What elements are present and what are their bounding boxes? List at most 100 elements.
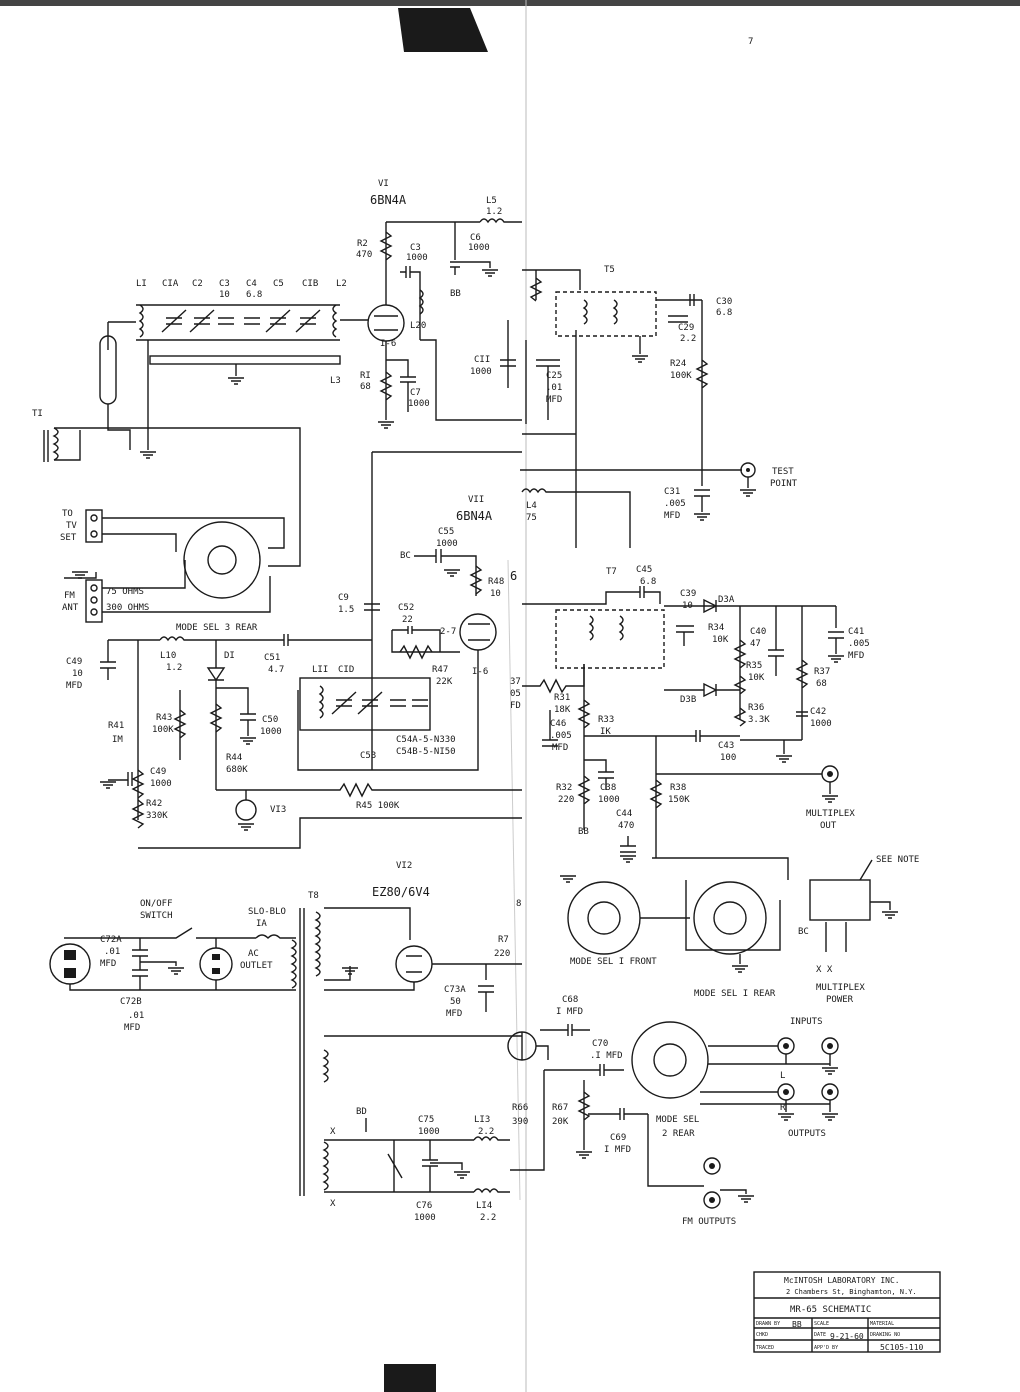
label-r33: R33 — [598, 715, 614, 725]
label-r45: R45 100K — [356, 801, 400, 811]
label-outputs: OUTPUTS — [788, 1129, 826, 1139]
label-c49av: 10 — [72, 669, 83, 679]
label-c37frag-2: FD — [510, 701, 521, 711]
label-r32v: 220 — [558, 795, 574, 805]
label-inputs: INPUTS — [790, 1017, 823, 1027]
label-r48v: 10 — [490, 589, 501, 599]
label-bd: BD — [356, 1107, 367, 1117]
label-v13-ref: VI3 — [270, 805, 286, 815]
label-r32: R32 — [556, 783, 572, 793]
label-c49bv: 1000 — [150, 779, 172, 789]
label-c46u: MFD — [552, 743, 568, 753]
label-l1: LI — [136, 279, 147, 289]
label-c55v: 1000 — [436, 539, 458, 549]
audio-output-section: C68 I MFD C70 .I MFD R66 390 R67 20K C69… — [507, 995, 839, 1227]
label-r7frag: R7 — [498, 935, 509, 945]
label-r67v: 20K — [552, 1117, 569, 1127]
label-drawn-by-label: DRAWN BY — [756, 1321, 780, 1327]
label-r7fragv: 220 — [494, 949, 510, 959]
label-fm-ant-1: ANT — [62, 603, 79, 613]
label-: 6 — [510, 569, 517, 583]
label-c75v: 1000 — [418, 1127, 440, 1137]
t7-can — [555, 609, 665, 669]
label-l3: L3 — [330, 376, 341, 386]
label-r24v: 100K — [670, 371, 692, 381]
fm-output-jack-1 — [703, 1157, 721, 1175]
label-on-off-1: SWITCH — [140, 911, 173, 921]
label-c7: C7 — [410, 388, 421, 398]
label-c43v: 100 — [720, 753, 736, 763]
label-c72a: C72A — [100, 935, 122, 945]
mode-sel1: MODE SEL I FRONT MODE SEL I REAR SEE NOT… — [559, 855, 919, 1005]
label-l2: L2 — [336, 279, 347, 289]
label-c40: C40 — [750, 627, 766, 637]
label-to-tv-set-1: TV — [66, 521, 77, 531]
label-mode-sel2-1: 2 REAR — [662, 1129, 695, 1139]
label-c7v: 1000 — [408, 399, 430, 409]
label-fm-outputs: FM OUTPUTS — [682, 1217, 736, 1227]
scan-smudge-bottom — [384, 1364, 436, 1392]
label-c70v: .I MFD — [590, 1051, 623, 1061]
label-r24: R24 — [670, 359, 686, 369]
label-r35: R35 — [746, 661, 762, 671]
label-c72bv: .01 — [128, 1011, 144, 1021]
v13-neon-lamp — [235, 799, 257, 821]
label-c50: C50 — [262, 715, 278, 725]
label-t8: T8 — [308, 891, 319, 901]
label-r42v: 330K — [146, 811, 168, 821]
label-l14: LI4 — [476, 1201, 492, 1211]
label-c70: C70 — [592, 1039, 608, 1049]
mode-sel1-front-switch — [567, 881, 641, 955]
label-r41v: IM — [112, 735, 123, 745]
label-to-tv-set-2: SET — [60, 533, 77, 543]
label-traced-label: TRACED — [756, 1345, 774, 1351]
label-material-label: MATERIAL — [870, 1321, 894, 1327]
label-d3a: D3A — [718, 595, 735, 605]
label-r31: R31 — [554, 693, 570, 703]
label-r41: R41 — [108, 721, 124, 731]
label-l10: L10 — [160, 651, 176, 661]
label-c49au: MFD — [66, 681, 82, 691]
label-d3b: D3B — [680, 695, 696, 705]
title-date: 9-21-60 — [830, 1332, 864, 1341]
label-c51: C51 — [264, 653, 280, 663]
l3-bar — [149, 355, 341, 365]
label-c38: C38 — [600, 783, 616, 793]
label-c68v: I MFD — [556, 1007, 583, 1017]
t5-can — [555, 291, 657, 337]
label-r34v: 10K — [712, 635, 729, 645]
t5-if-stage: T5 C30 6.8 C29 2.2 R24 100K CII 1000 C25… — [470, 265, 798, 548]
v1-type: 6BN4A — [370, 193, 407, 207]
label-c1b: CIB — [302, 279, 318, 289]
label-c54a: C54A-5-N330 — [396, 735, 456, 745]
label-c38v: 1000 — [598, 795, 620, 805]
label-in-l: L — [780, 1071, 785, 1081]
label-c41v: .005 — [848, 639, 870, 649]
label-bc1: BC — [400, 551, 411, 561]
label-ohms75: 75 OHMS — [106, 587, 144, 597]
label-multiplex-power-1: POWER — [826, 995, 854, 1005]
label-l11: LII — [312, 665, 328, 675]
t7-ratio-detector: 6 T7 C45 6.8 C39 10 D3A R34 10K C40 47 R… — [510, 565, 870, 863]
rf-tuning-section: LI CIA C2 C3 10 C4 6.8 C5 CIB L2 L3 — [99, 279, 368, 459]
label-fm-ant-0: FM — [64, 591, 75, 601]
label-chkd-label: CHKD — [756, 1332, 768, 1338]
label-c41u: MFD — [848, 651, 864, 661]
label-c31v: .005 — [664, 499, 686, 509]
v1-rf-stage: VI 6BN4A R2 470 L5 1.2 C6 1000 BB C3 100… — [356, 179, 522, 429]
label-c29v: 2.2 — [680, 334, 696, 344]
label-c44v: 470 — [618, 821, 634, 831]
label-on-off-0: ON/OFF — [140, 899, 173, 909]
label-r2v: 470 — [356, 250, 372, 260]
label-c3bv: 1000 — [406, 253, 428, 263]
title-company: McINTOSH LABORATORY INC. — [784, 1276, 900, 1285]
label-bb2: BB — [578, 827, 589, 837]
label-c72b: C72B — [120, 997, 142, 1007]
tube-v11-envelope — [459, 613, 497, 651]
title-block: McINTOSH LABORATORY INC. 2 Chambers St, … — [753, 1271, 941, 1353]
label-c72au: MFD — [100, 959, 116, 969]
label-c40v: 47 — [750, 639, 761, 649]
label-r1v: 68 — [360, 382, 371, 392]
